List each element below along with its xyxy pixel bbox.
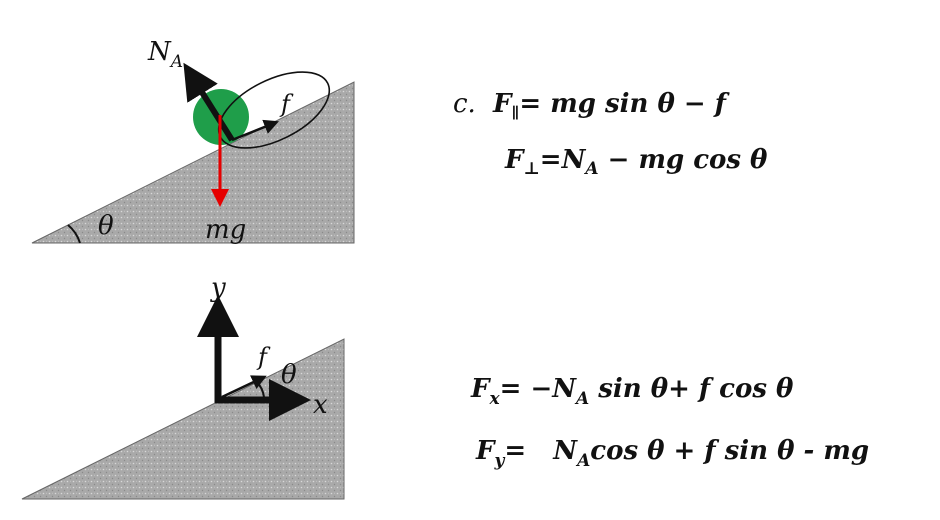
y-axis-label: y	[210, 273, 226, 303]
bottom-angle-label: θ	[281, 360, 297, 390]
f-perp-equation: F⊥=NA − mg cos θ	[504, 145, 768, 179]
normal-force-arrow	[183, 62, 235, 142]
bottom-friction-arrow	[221, 375, 267, 399]
normal-force-label: NA	[147, 37, 183, 72]
f-parallel-equation: F∥= mg sin θ − f	[492, 89, 730, 122]
x-axis-label: x	[313, 390, 328, 420]
fy-equation: Fy= NAcos θ + f sin θ - mg	[475, 436, 869, 471]
bottom-friction-label: f	[256, 343, 271, 371]
top-incline	[31, 81, 355, 244]
part-label: c.	[453, 89, 476, 119]
friction-arrow	[231, 119, 279, 142]
weight-label: mg	[205, 215, 246, 245]
top-angle-arc	[67, 224, 81, 244]
top-incline-diagram: θ mg NA f	[31, 37, 355, 245]
equations: c. F∥= mg sin θ − f F⊥=NA − mg cos θ Fx=…	[453, 89, 869, 471]
bottom-incline-diagram: y x f θ	[21, 273, 345, 500]
bottom-angle-arc	[255, 380, 265, 398]
fx-equation: Fx= −NA sin θ+ f cos θ	[470, 374, 794, 409]
top-angle-label: θ	[98, 211, 114, 241]
